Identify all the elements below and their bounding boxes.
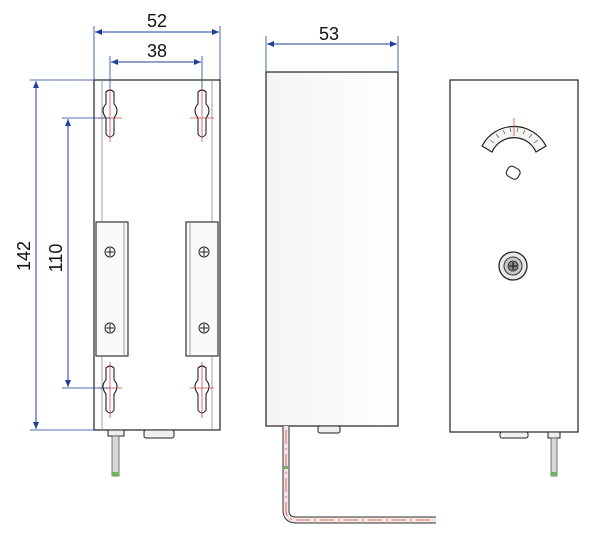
dimension-label: 52: [147, 11, 167, 31]
dimension-label: 53: [319, 24, 339, 44]
pipe-center-line: [285, 430, 434, 521]
dimension-overall-height: 142: [14, 79, 94, 431]
dimension-back-width: 52: [93, 11, 221, 80]
dimension-hole-spacing-vertical: 110: [46, 117, 110, 389]
indicator-lamp: [505, 165, 521, 180]
temperature-dial: [481, 118, 547, 153]
bottom-fitting: [317, 425, 341, 434]
front-view: [449, 79, 579, 477]
adjustment-knob: [498, 251, 528, 281]
dimension-hole-spacing-horizontal: 38: [109, 41, 203, 88]
mounting-bracket-left: [95, 221, 129, 357]
front-view-outline: [449, 79, 579, 433]
bottom-fitting: [499, 431, 529, 439]
sensor-probe-tip: [284, 466, 288, 469]
back-view: 52 38 142 110: [14, 11, 221, 477]
dimension-label: 142: [14, 241, 34, 271]
sensor-probe-tip: [551, 472, 557, 476]
side-view-outline: [265, 71, 399, 427]
bottom-fitting: [143, 429, 175, 439]
sensor-pipe: [282, 426, 436, 524]
sensor-gland: [547, 431, 561, 439]
keyhole-slot-bottom-right: [190, 362, 214, 418]
dimension-side-width: 53: [265, 24, 399, 72]
sensor-probe: [111, 435, 120, 477]
sensor-probe: [550, 437, 558, 477]
sensor-gland: [107, 429, 125, 437]
sensor-probe-tip: [112, 472, 119, 476]
mounting-bracket-right: [185, 221, 219, 357]
keyhole-slot-top-right: [190, 88, 214, 142]
dimension-label: 38: [147, 41, 167, 61]
dimension-label: 110: [46, 244, 66, 273]
side-view: 53: [265, 24, 436, 524]
